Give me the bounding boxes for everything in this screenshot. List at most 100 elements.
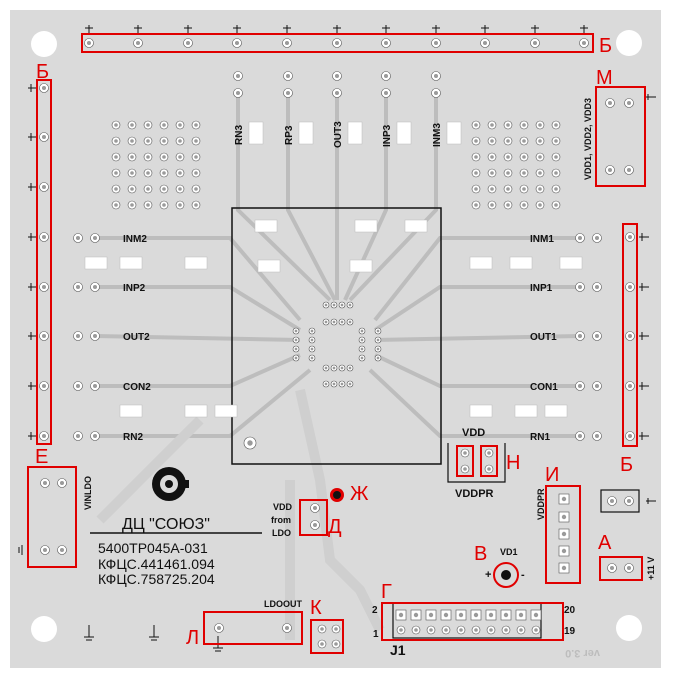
document-number-1: КФЦС.441461.094 [98,556,215,572]
label-vd1-minus: - [521,569,525,581]
pad-hole [162,203,166,207]
pad-hole [433,73,439,79]
pad-hole [626,565,632,571]
pad-hole [312,522,318,528]
pad-hole [534,628,538,632]
pad-hole [348,382,352,386]
smd-component [509,256,533,270]
pad-hole [41,85,47,91]
pad-hole [162,155,166,159]
pad-hole [522,203,526,207]
mounting-hole [31,31,57,57]
pad-hole [114,155,118,159]
highlight-box-g [381,602,564,641]
pad-hole [310,329,314,333]
pad-hole [114,123,118,127]
pad-hole [522,155,526,159]
smd-component [469,256,493,270]
pad-hole [376,347,380,351]
highlight-circle-v [493,562,519,588]
pad-hole [59,547,65,553]
pad-hole [285,73,291,79]
smd-component [446,121,462,145]
pad-hole [334,73,340,79]
pad-hole [294,356,298,360]
pad-hole [320,627,324,631]
pad-hole [383,90,389,96]
pad-hole [522,123,526,127]
pad-hole [376,329,380,333]
label-vddpr-vertical: VDDPR [536,488,546,520]
smd-component [347,121,363,145]
pad-hole [561,531,567,537]
pad-hole [41,234,47,240]
pad-hole [130,171,134,175]
pad-hole [114,203,118,207]
pad-hole [594,235,600,241]
highlight-box-b-left [36,79,52,445]
pad-hole [473,612,479,618]
marker-e: Е [35,446,48,468]
pad-hole [554,171,558,175]
highlight-box-b-top [81,33,594,53]
pad-hole [561,565,567,571]
label-ldoout: LDOOUT [264,599,302,609]
label-vdd-from-ldo-3: LDO [272,528,291,538]
pad-hole [162,139,166,143]
pad-hole [146,139,150,143]
pad-hole [216,625,222,631]
signal-label-out3: OUT3 [333,121,344,148]
smd-component [349,259,373,273]
pad-hole [581,40,587,46]
highlight-box-n-1 [456,445,474,477]
marker-a: А [598,532,612,554]
pad-hole [114,171,118,175]
signal-label-inp2: INP2 [123,283,146,294]
label-vdd-group: VDD1, VDD2, VDD3 [583,98,593,180]
smd-component [559,256,583,270]
pad-hole [376,338,380,342]
pad-hole [360,356,364,360]
pad-hole [482,40,488,46]
label-vd1: VD1 [500,547,518,557]
smd-component [396,121,412,145]
pad-hole [334,642,338,646]
pad-hole [474,155,478,159]
pad-hole [474,139,478,143]
smd-component [119,404,143,418]
pad-hole [627,333,633,339]
pad-hole [334,627,338,631]
pad-hole [383,73,389,79]
highlight-box-a [599,556,643,581]
pad-hole [75,333,81,339]
pad-hole [194,123,198,127]
marker-b-right: Б [620,454,633,476]
pad-hole [538,171,542,175]
pad-hole [146,187,150,191]
pad-hole [92,284,98,290]
pad-hole [490,155,494,159]
label-pin-1: 1 [373,629,379,640]
pad-hole [506,171,510,175]
pad-hole [538,155,542,159]
pad-hole [594,383,600,389]
pad-hole [609,565,615,571]
signal-label-inp3: INP3 [382,124,393,147]
highlight-box-k [310,619,344,654]
pad-hole [340,366,344,370]
pad-hole [312,505,318,511]
pad-hole [247,440,253,446]
pad-hole [284,40,290,46]
pad-hole [114,139,118,143]
pad-hole [488,612,494,618]
label-vdd-from-ldo-1: VDD [273,502,293,512]
pad-hole [178,139,182,143]
pad-hole [428,612,434,618]
marker-n: Н [506,452,520,474]
marker-l: Л [186,627,199,649]
label-supply-11v: +11 V [646,557,656,580]
pad-hole [561,514,567,520]
pad-hole [130,139,134,143]
pad-hole [506,139,510,143]
